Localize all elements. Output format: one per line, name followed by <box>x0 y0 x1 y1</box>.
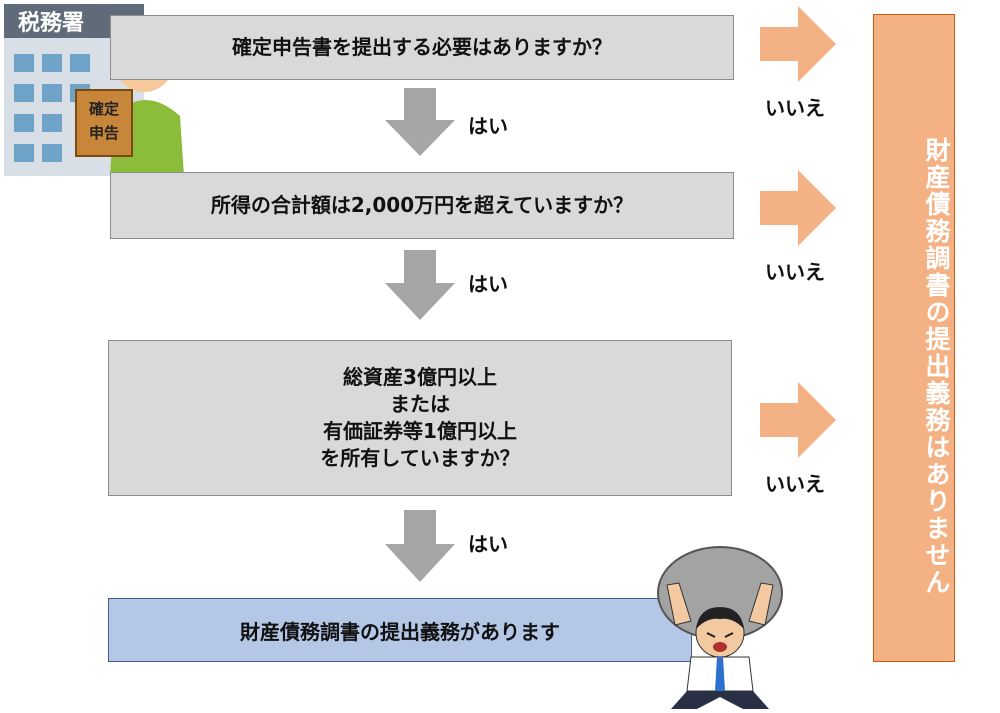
down-arrow-icon-1 <box>385 88 455 156</box>
question-3-line-2: または <box>390 392 450 416</box>
question-2-text: 所得の合計額は2,000万円を超えていますか？ <box>210 193 634 217</box>
down-arrow-icon-3 <box>385 510 455 582</box>
no-label-2: いいえ <box>765 260 825 284</box>
document-text-line-2: 申告 <box>89 124 119 142</box>
no-label-3: いいえ <box>765 472 825 496</box>
burdened-man-illustration <box>657 546 783 709</box>
right-arrow-icon-1 <box>760 6 836 82</box>
question-box-3: 総資産3億円以上 または 有価証券等1億円以上 を所有していますか？ <box>108 340 732 496</box>
yes-label-1: はい <box>468 114 508 138</box>
office-sign-text: 税務署 <box>18 10 84 36</box>
result-box: 財産債務調書の提出義務があります <box>108 598 692 662</box>
right-arrow-icon-2 <box>760 170 836 246</box>
question-1-text: 確定申告書を提出する必要はありますか？ <box>232 35 612 59</box>
question-box-2: 所得の合計額は2,000万円を超えていますか？ <box>110 172 734 239</box>
question-3-line-3: 有価証券等1億円以上 <box>323 419 517 443</box>
document-icon <box>75 89 133 157</box>
no-label-1: いいえ <box>765 96 825 120</box>
question-box-1: 確定申告書を提出する必要はありますか？ <box>110 15 734 80</box>
document-text-line-1: 確定 <box>88 100 119 118</box>
down-arrow-icon-2 <box>385 250 455 320</box>
man-icon <box>666 582 774 709</box>
no-obligation-text: 財産債務調書の提出義務はありません <box>922 137 951 596</box>
result-text: 財産債務調書の提出義務があります <box>240 619 560 644</box>
right-arrow-icon-3 <box>760 382 836 458</box>
yes-label-3: はい <box>468 532 508 556</box>
question-3-line-4: を所有していますか？ <box>320 446 520 470</box>
no-obligation-panel: 財産債務調書の提出義務はありません <box>873 14 955 662</box>
yes-label-2: はい <box>468 272 508 296</box>
question-3-line-1: 総資産3億円以上 <box>343 365 497 389</box>
